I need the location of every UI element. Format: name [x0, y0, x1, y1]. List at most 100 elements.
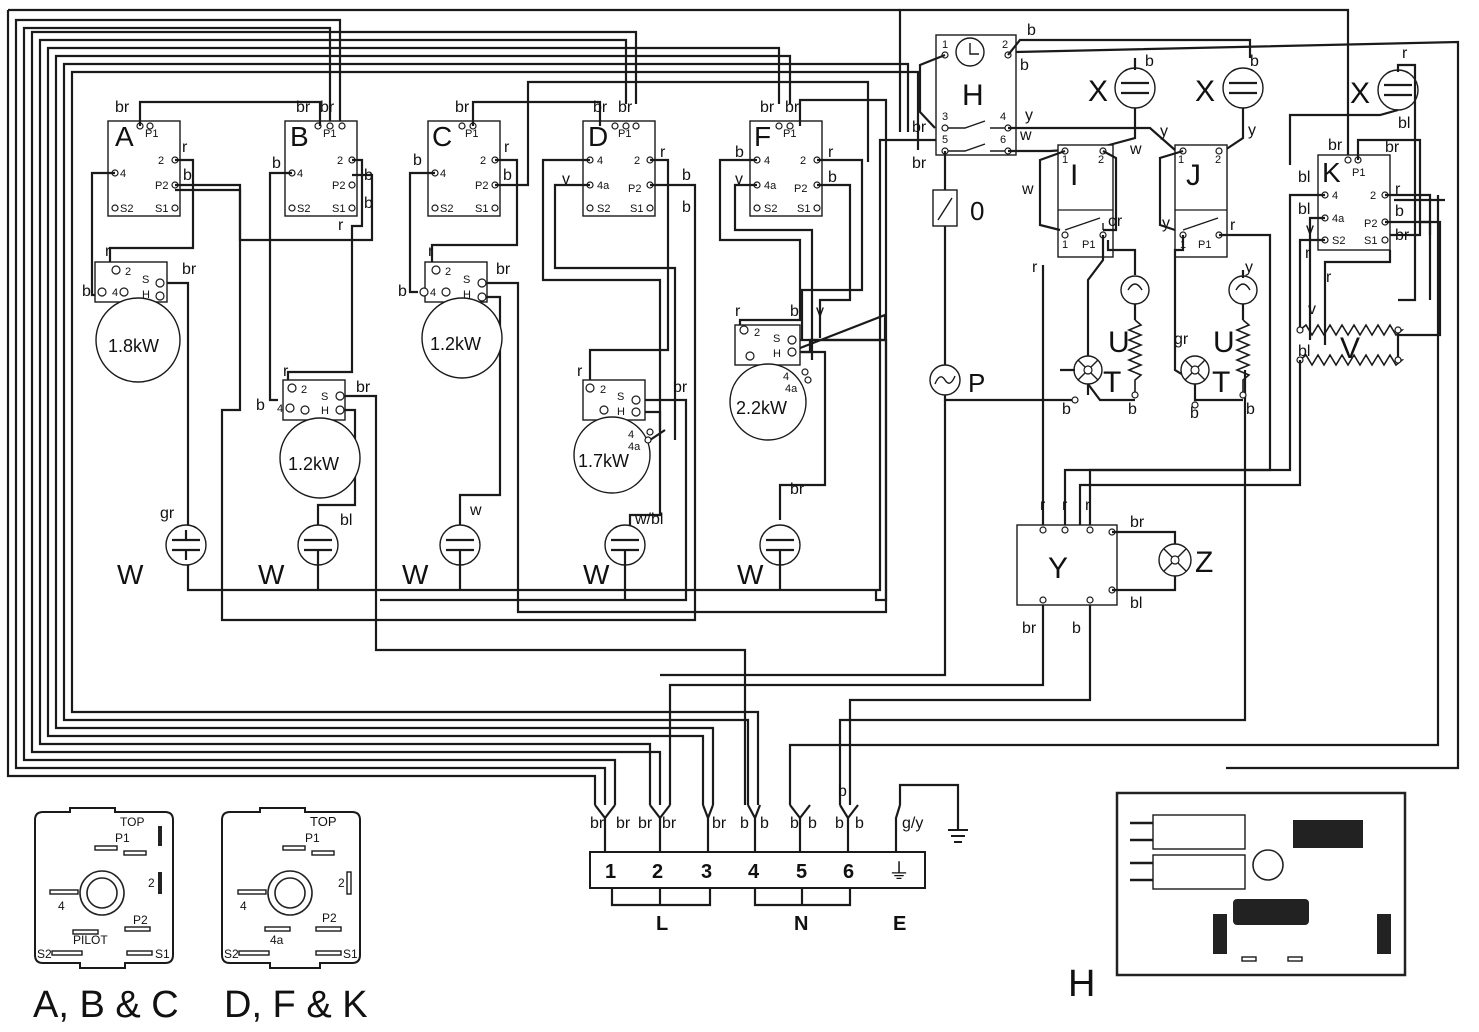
- svg-text:4: 4: [120, 168, 126, 180]
- svg-text:4: 4: [1000, 111, 1006, 123]
- svg-text:r: r: [1230, 217, 1236, 234]
- svg-text:b: b: [835, 815, 844, 832]
- svg-text:r: r: [1085, 497, 1091, 514]
- svg-text:H: H: [142, 289, 150, 301]
- svg-text:H: H: [1068, 963, 1095, 1005]
- svg-text:b: b: [413, 152, 422, 169]
- svg-text:r: r: [660, 144, 666, 161]
- svg-text:W: W: [737, 559, 764, 590]
- svg-text:P1: P1: [618, 128, 631, 140]
- element-1-2kw-b: 2 4 SH 1.2kW: [277, 379, 361, 499]
- svg-text:P1: P1: [145, 128, 158, 140]
- svg-text:br: br: [1022, 620, 1037, 637]
- svg-text:br: br: [590, 815, 605, 832]
- svg-text:b: b: [364, 167, 373, 184]
- svg-text:S2: S2: [297, 203, 310, 215]
- lamp-x-1: X: [1088, 58, 1156, 150]
- svg-text:N: N: [794, 913, 808, 935]
- switch-0: 0: [932, 189, 984, 227]
- svg-text:TOP: TOP: [120, 815, 144, 829]
- svg-text:y: y: [1162, 215, 1170, 232]
- svg-text:3: 3: [942, 111, 948, 123]
- svg-text:TOP: TOP: [310, 814, 337, 829]
- svg-text:b: b: [1145, 53, 1154, 70]
- svg-text:4a: 4a: [764, 180, 777, 192]
- svg-text:b: b: [828, 169, 837, 186]
- svg-text:4: 4: [764, 155, 770, 167]
- svg-text:PILOT: PILOT: [73, 933, 108, 947]
- svg-text:D: D: [588, 121, 608, 152]
- svg-text:b: b: [82, 283, 91, 300]
- svg-text:6: 6: [1000, 134, 1006, 146]
- svg-text:4a: 4a: [270, 933, 284, 947]
- svg-text:1: 1: [1062, 239, 1068, 251]
- svg-text:1.7kW: 1.7kW: [578, 451, 629, 471]
- svg-text:r: r: [1062, 497, 1068, 514]
- svg-text:W: W: [117, 559, 144, 590]
- svg-text:A: A: [115, 121, 134, 152]
- svg-text:br: br: [662, 815, 677, 832]
- svg-text:w: w: [1019, 127, 1032, 144]
- svg-text:b: b: [855, 815, 864, 832]
- svg-text:P: P: [968, 368, 985, 398]
- element-1-2kw-c: 2 4 SH 1.2kW: [419, 261, 503, 379]
- svg-text:2: 2: [148, 876, 155, 890]
- control-switches: A P1 2 4 P2 S2 S1 B P1 2 4 P2 S2 S1 C P1…: [107, 120, 823, 217]
- svg-text:E: E: [893, 913, 906, 935]
- svg-text:D, F & K: D, F & K: [224, 984, 368, 1026]
- svg-text:r: r: [1040, 497, 1046, 514]
- svg-text:P2: P2: [155, 180, 168, 192]
- svg-text:b: b: [1062, 401, 1071, 418]
- svg-text:I: I: [1070, 159, 1078, 192]
- svg-text:bl: bl: [1298, 343, 1310, 360]
- svg-text:S2: S2: [764, 203, 777, 215]
- svg-text:b: b: [398, 283, 407, 300]
- lamp-w-5: br W: [737, 481, 805, 590]
- svg-text:W: W: [583, 559, 610, 590]
- svg-text:br: br: [455, 99, 470, 116]
- terminal-block: 1 2 3 4 5 6 ⏚ br br br br br b b b b b b…: [589, 783, 968, 935]
- svg-text:H: H: [962, 79, 984, 112]
- svg-text:4: 4: [748, 861, 760, 883]
- svg-text:b: b: [1072, 620, 1081, 637]
- element-1-7kw: 2 SH 1.7kW 44a: [573, 379, 654, 494]
- svg-text:r: r: [1402, 45, 1408, 62]
- svg-text:2: 2: [301, 384, 307, 396]
- svg-text:r: r: [828, 144, 834, 161]
- legend-switch-abc: TOP P1 2 4 P2 PILOT S2 S1 A, B & C: [33, 807, 179, 1026]
- svg-text:b: b: [272, 155, 281, 172]
- svg-text:P2: P2: [332, 180, 345, 192]
- svg-text:r: r: [1032, 259, 1038, 276]
- svg-text:w: w: [1129, 141, 1142, 158]
- element-u-2: U: [1213, 319, 1252, 395]
- svg-text:4a: 4a: [1332, 213, 1345, 225]
- lamp-w-4: w/bl W: [583, 511, 663, 600]
- svg-text:2: 2: [338, 876, 345, 890]
- svg-text:T: T: [1103, 366, 1121, 399]
- switch-b: B P1 2 4 P2 S2 S1: [284, 120, 358, 217]
- svg-text:br: br: [790, 481, 805, 498]
- svg-text:b: b: [1190, 405, 1199, 422]
- svg-text:br: br: [320, 99, 335, 116]
- svg-text:4a: 4a: [785, 383, 798, 395]
- svg-text:P2: P2: [1364, 218, 1377, 230]
- svg-text:2: 2: [1370, 190, 1376, 202]
- svg-text:V: V: [1340, 332, 1360, 365]
- svg-text:S: S: [773, 333, 780, 345]
- svg-text:br: br: [618, 99, 633, 116]
- svg-text:X: X: [1088, 75, 1108, 108]
- svg-text:P2: P2: [133, 913, 148, 927]
- svg-text:w/bl: w/bl: [634, 511, 663, 528]
- svg-text:J: J: [1186, 159, 1201, 192]
- svg-text:br: br: [673, 379, 688, 396]
- svg-text:C: C: [432, 121, 452, 152]
- svg-text:br: br: [296, 99, 311, 116]
- svg-text:5: 5: [796, 861, 807, 883]
- svg-text:2: 2: [800, 155, 806, 167]
- svg-text:S1: S1: [630, 203, 643, 215]
- svg-text:P1: P1: [305, 831, 320, 845]
- svg-text:Y: Y: [1048, 552, 1068, 585]
- lamp-p: P: [929, 364, 985, 398]
- svg-text:4: 4: [440, 168, 446, 180]
- svg-text:5: 5: [942, 134, 948, 146]
